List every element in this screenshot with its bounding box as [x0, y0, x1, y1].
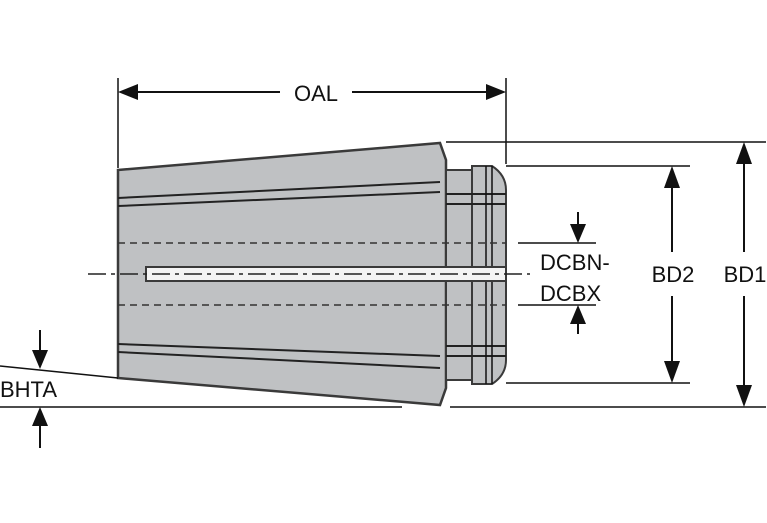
bhta-dimension: BHTA — [0, 330, 402, 448]
bd1-arrow-bottom — [736, 385, 752, 407]
dcb-arrow-top — [570, 224, 586, 243]
bhta-taper-reference-line — [0, 365, 119, 379]
bhta-arrow-top — [32, 350, 48, 369]
bhta-label: BHTA — [0, 377, 57, 402]
upper-slot-edge-outer — [117, 181, 441, 199]
bhta-arrow-bottom — [32, 407, 48, 426]
dcbn-label: DCBN- — [540, 250, 610, 275]
dcb-dimension: DCBN- DCBX — [518, 212, 610, 334]
oal-arrow-right — [486, 84, 506, 100]
bd2-arrow-bottom — [664, 361, 680, 383]
bd1-dimension: BD1 — [724, 142, 767, 407]
bd1-label: BD1 — [724, 262, 767, 287]
lower-slot-edge-outer — [117, 343, 441, 357]
bd1-arrow-top — [736, 142, 752, 164]
collet-body — [88, 141, 530, 407]
bd2-dimension: BD2 — [652, 166, 695, 383]
dcbx-label: DCBX — [540, 281, 601, 306]
bd2-arrow-top — [664, 166, 680, 188]
upper-slot-edge-inner — [117, 191, 441, 207]
oal-label: OAL — [294, 81, 338, 106]
diameter-extension-lines — [446, 141, 766, 408]
lower-slot-edge-inner — [117, 351, 441, 369]
bd2-label: BD2 — [652, 262, 695, 287]
oal-dimension: OAL — [117, 78, 507, 168]
dcb-arrow-bottom — [570, 305, 586, 324]
oal-arrow-left — [118, 84, 138, 100]
